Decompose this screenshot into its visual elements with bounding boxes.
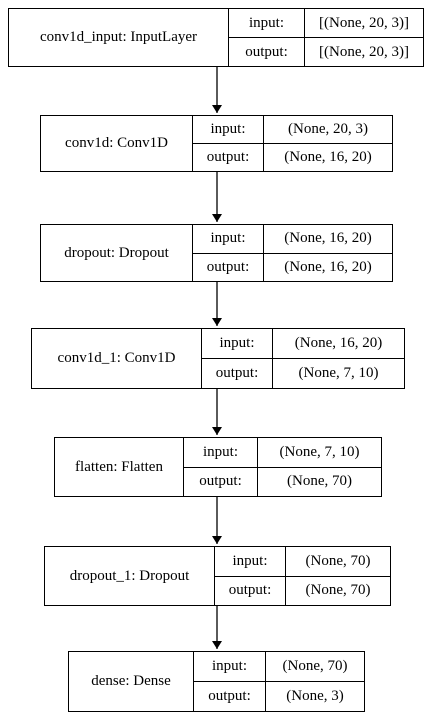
- shape-values: (None, 7, 10) (None, 70): [258, 438, 381, 496]
- input-label: input:: [232, 552, 268, 569]
- input-shape: (None, 70): [282, 658, 348, 674]
- port-labels: input: output:: [215, 547, 286, 605]
- output-shape: (None, 3): [266, 681, 364, 711]
- shape-values: (None, 70) (None, 3): [266, 652, 364, 711]
- layer-node-dropout: dropout: Dropout input: output: (None, 1…: [40, 224, 393, 282]
- input-label: input:: [210, 230, 246, 247]
- output-shape: (None, 70): [258, 466, 381, 497]
- input-shape: (None, 7, 10): [279, 443, 360, 460]
- shape-values: (None, 16, 20) (None, 7, 10): [273, 329, 404, 388]
- layer-name: conv1d_1: Conv1D: [32, 329, 202, 388]
- layer-node-flatten: flatten: Flatten input: output: (None, 7…: [54, 437, 382, 497]
- output-label: output:: [193, 252, 263, 282]
- input-label: input:: [211, 658, 247, 674]
- port-labels: input: output:: [184, 438, 258, 496]
- layer-node-conv1d-1: conv1d_1: Conv1D input: output: (None, 1…: [31, 328, 405, 389]
- layer-name: conv1d_input: InputLayer: [9, 9, 229, 66]
- output-shape: (None, 16, 20): [264, 252, 392, 282]
- input-shape: (None, 16, 20): [294, 335, 383, 351]
- input-label: input:: [248, 14, 284, 31]
- input-shape: [(None, 20, 3)]: [319, 14, 409, 31]
- output-label: output:: [229, 37, 304, 66]
- input-label: input:: [210, 121, 246, 137]
- port-labels: input: output:: [194, 652, 266, 711]
- output-label: output:: [184, 466, 257, 497]
- port-labels: input: output:: [229, 9, 305, 66]
- input-shape: (None, 70): [305, 552, 371, 569]
- output-label: output:: [202, 358, 272, 388]
- layer-name: flatten: Flatten: [55, 438, 184, 496]
- output-label: output:: [193, 143, 263, 171]
- port-labels: input: output:: [202, 329, 273, 388]
- layer-name: conv1d: Conv1D: [41, 116, 193, 171]
- output-label: output:: [215, 575, 285, 606]
- input-shape: (None, 16, 20): [284, 230, 372, 247]
- layer-node-dropout-1: dropout_1: Dropout input: output: (None,…: [44, 546, 391, 606]
- output-shape: (None, 16, 20): [264, 143, 392, 171]
- output-shape: (None, 70): [286, 575, 390, 606]
- layer-name: dropout_1: Dropout: [45, 547, 215, 605]
- layer-name: dense: Dense: [69, 652, 194, 711]
- output-label: output:: [194, 681, 265, 711]
- layer-name: dropout: Dropout: [41, 225, 193, 281]
- port-labels: input: output:: [193, 225, 264, 281]
- output-shape: (None, 7, 10): [273, 358, 404, 388]
- output-shape: [(None, 20, 3)]: [305, 37, 423, 66]
- shape-values: (None, 20, 3) (None, 16, 20): [264, 116, 392, 171]
- shape-values: (None, 16, 20) (None, 16, 20): [264, 225, 392, 281]
- input-label: input:: [219, 335, 255, 351]
- layer-node-conv1d: conv1d: Conv1D input: output: (None, 20,…: [40, 115, 393, 172]
- layer-node-dense: dense: Dense input: output: (None, 70) (…: [68, 651, 365, 712]
- input-label: input:: [202, 443, 238, 460]
- shape-values: [(None, 20, 3)] [(None, 20, 3)]: [305, 9, 423, 66]
- port-labels: input: output:: [193, 116, 264, 171]
- layer-node-conv1d-input: conv1d_input: InputLayer input: output: …: [8, 8, 424, 67]
- input-shape: (None, 20, 3): [288, 121, 368, 137]
- shape-values: (None, 70) (None, 70): [286, 547, 390, 605]
